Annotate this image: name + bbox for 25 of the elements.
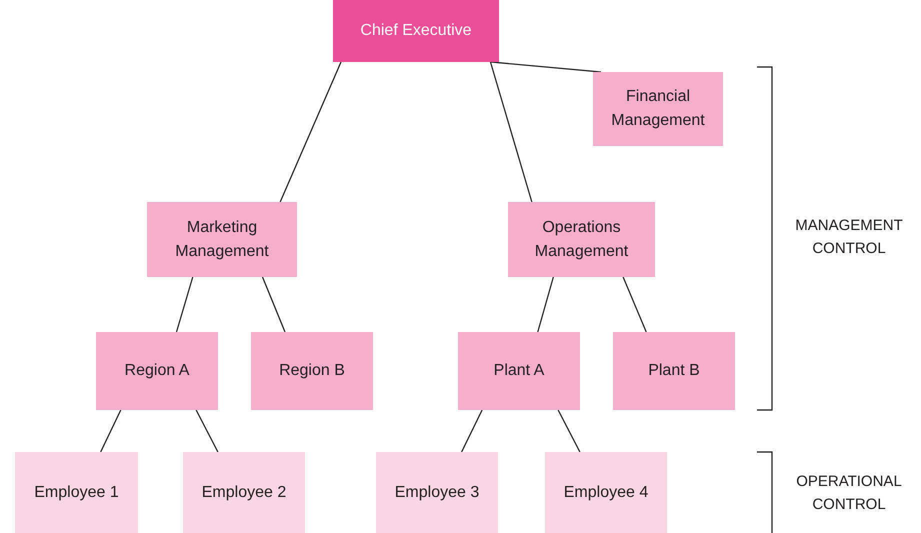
org-box: Employee 1 [15, 452, 138, 533]
connector-line [461, 410, 483, 452]
connector-line [490, 62, 532, 202]
org-box: Employee 4 [545, 452, 667, 533]
connector-line [280, 62, 342, 202]
connector-line [100, 410, 122, 452]
bracket-label: MANAGEMENT CONTROL [794, 216, 904, 259]
connector-line [622, 276, 647, 332]
org-box: Employee 3 [376, 452, 498, 533]
org-box: Plant A [458, 332, 580, 410]
connector-line [537, 276, 554, 332]
connector-line [262, 276, 286, 332]
org-box: Plant B [613, 332, 735, 410]
org-box: Operations Management [508, 202, 655, 277]
org-box: Marketing Management [147, 202, 297, 277]
connector-line [176, 276, 194, 332]
bracket-label: OPERATIONAL CONTROL [795, 472, 903, 515]
org-box: Region B [251, 332, 373, 410]
org-box: Employee 2 [183, 452, 305, 533]
connector-line [196, 410, 218, 452]
org-box: Financial Management [593, 72, 723, 146]
connector-line [490, 61, 602, 73]
org-box: Chief Executive [333, 0, 499, 62]
org-box: Region A [96, 332, 218, 410]
connector-line [558, 410, 580, 452]
